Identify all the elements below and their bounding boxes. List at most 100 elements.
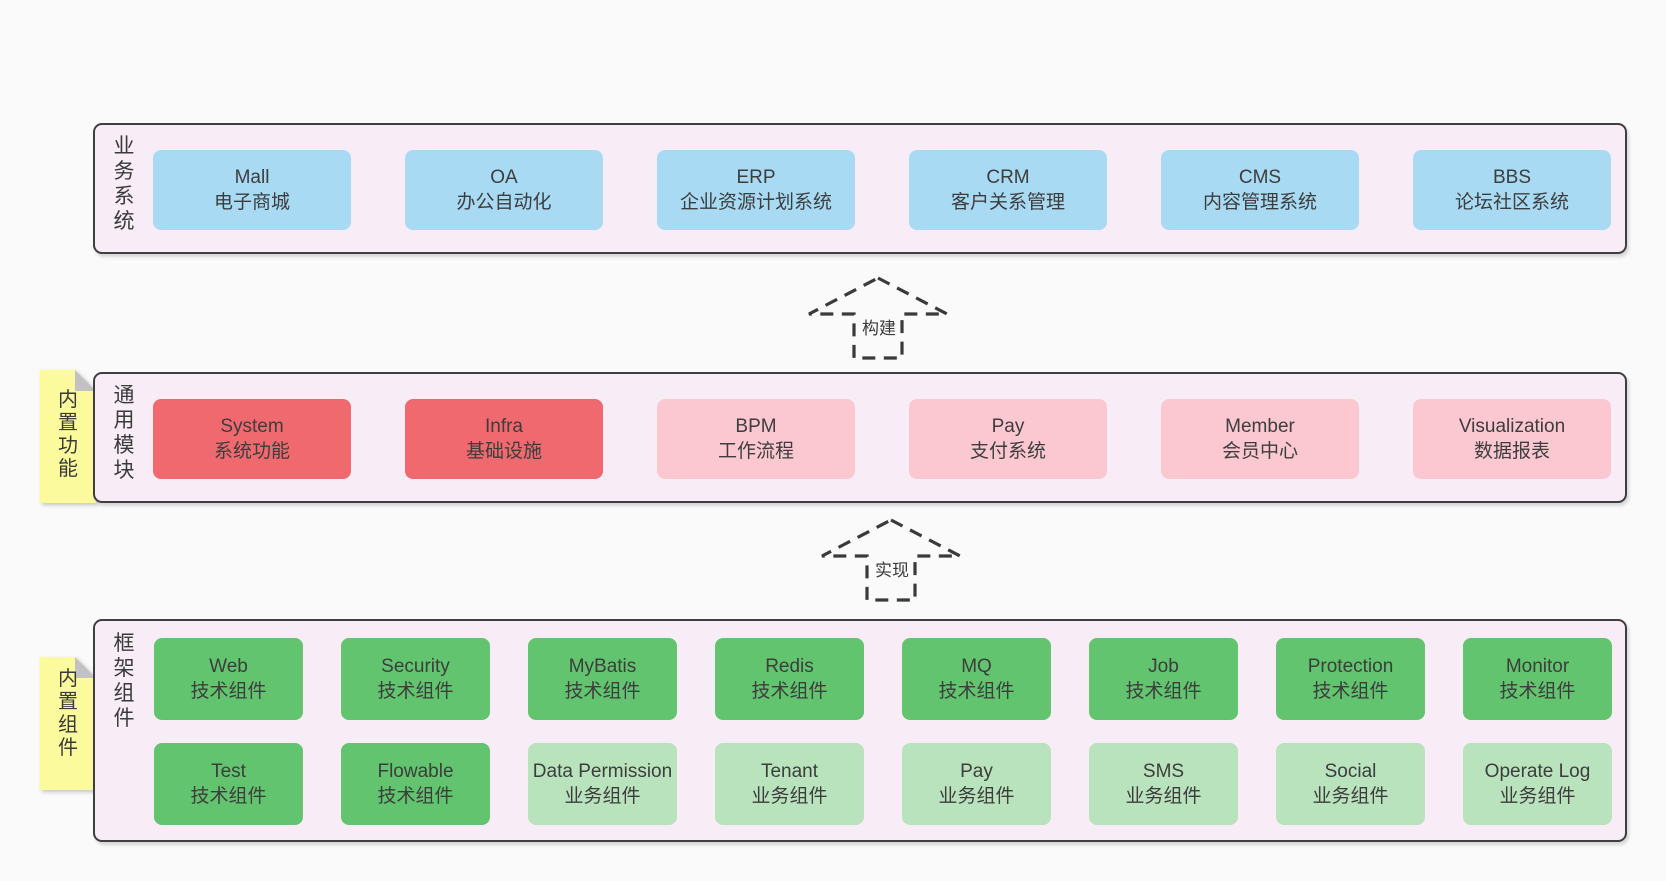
arrow-implement-label: 实现 (872, 555, 912, 582)
box-title: Security (381, 656, 450, 677)
box-subtitle: 数据报表 (1473, 441, 1550, 462)
module-box: ERP 企业资源计划系统 (657, 150, 855, 230)
layer-label-common-modules: 通用模块 (113, 383, 135, 482)
arrow-build-label: 构建 (859, 313, 899, 340)
box-title: Monitor (1505, 656, 1570, 677)
box-title: System (220, 416, 284, 437)
module-box: Visualization 数据报表 (1413, 399, 1611, 479)
box-subtitle: 客户关系管理 (950, 192, 1065, 213)
box-subtitle: 业务组件 (1125, 786, 1202, 807)
box-title: Protection (1307, 656, 1394, 677)
box-subtitle: 系统功能 (213, 441, 290, 462)
box-subtitle: 业务组件 (751, 786, 828, 807)
box-subtitle: 技术组件 (190, 681, 267, 702)
framework-component-boxes-row-1: Web 技术组件 Security 技术组件 MyBatis 技术组件 Redi… (154, 638, 1612, 720)
box-subtitle: 技术组件 (1125, 681, 1202, 702)
box-title: Web (209, 656, 248, 677)
framework-component-boxes-row-2: Test 技术组件 Flowable 技术组件 Data Permission … (154, 743, 1612, 825)
module-box: CMS 内容管理系统 (1161, 150, 1359, 230)
box-title: Data Permission (532, 761, 673, 782)
box-subtitle: 企业资源计划系统 (679, 192, 832, 213)
module-box: Pay 支付系统 (909, 399, 1107, 479)
box-title: Job (1148, 656, 1179, 677)
business-system-boxes: Mall 电子商城 OA 办公自动化 ERP 企业资源计划系统 CRM 客户关系… (153, 150, 1611, 230)
module-box: CRM 客户关系管理 (909, 150, 1107, 230)
box-subtitle: 办公自动化 (456, 192, 552, 213)
sticky-note-paper (40, 657, 96, 790)
module-box: OA 办公自动化 (405, 150, 603, 230)
box-title: SMS (1142, 761, 1185, 782)
module-box: Security 技术组件 (341, 638, 490, 720)
box-title: Test (211, 761, 246, 782)
module-box: SMS 业务组件 (1089, 743, 1238, 825)
layer-common-modules: 通用模块 System 系统功能 Infra 基础设施 BPM 工作流程 Pay… (93, 372, 1627, 503)
box-subtitle: 业务组件 (938, 786, 1015, 807)
sticky-note-text: 内置功能 (58, 389, 78, 480)
module-box: Infra 基础设施 (405, 399, 603, 479)
module-box: Protection 技术组件 (1276, 638, 1425, 720)
box-subtitle: 基础设施 (465, 441, 542, 462)
module-box: Pay 业务组件 (902, 743, 1051, 825)
box-title: Mall (234, 167, 270, 188)
module-box: System 系统功能 (153, 399, 351, 479)
module-box: Mall 电子商城 (153, 150, 351, 230)
box-subtitle: 工作流程 (717, 441, 794, 462)
box-title: Pay (960, 761, 993, 782)
box-subtitle: 内容管理系统 (1202, 192, 1317, 213)
box-title: Infra (484, 416, 524, 437)
box-subtitle: 会员中心 (1221, 441, 1298, 462)
box-title: Flowable (377, 761, 454, 782)
box-subtitle: 技术组件 (1312, 681, 1389, 702)
module-box: Web 技术组件 (154, 638, 303, 720)
box-subtitle: 技术组件 (377, 681, 454, 702)
box-title: CMS (1238, 167, 1282, 188)
box-title: Social (1324, 761, 1377, 782)
sticky-note-builtin-features: 内置功能 (40, 370, 96, 503)
module-box: MyBatis 技术组件 (528, 638, 677, 720)
box-title: Member (1225, 416, 1295, 437)
sticky-note-paper (40, 370, 96, 503)
module-box: BPM 工作流程 (657, 399, 855, 479)
box-subtitle: 技术组件 (751, 681, 828, 702)
box-title: Operate Log (1484, 761, 1591, 782)
box-title: CRM (986, 167, 1030, 188)
box-title: BBS (1492, 167, 1532, 188)
box-title: Pay (991, 416, 1025, 437)
box-title: Redis (765, 656, 814, 677)
box-title: MQ (961, 656, 992, 677)
arrow-implement: 实现 (821, 518, 962, 602)
box-title: Tenant (760, 761, 819, 782)
sticky-note-builtin-components: 内置组件 (40, 657, 96, 790)
layer-framework-components: 框架组件 Web 技术组件 Security 技术组件 MyBatis 技术组件… (93, 619, 1627, 842)
arrow-build: 构建 (808, 276, 949, 360)
box-subtitle: 技术组件 (190, 786, 267, 807)
box-subtitle: 支付系统 (969, 441, 1046, 462)
common-module-boxes: System 系统功能 Infra 基础设施 BPM 工作流程 Pay 支付系统… (153, 399, 1611, 479)
box-subtitle: 技术组件 (938, 681, 1015, 702)
module-box: Monitor 技术组件 (1463, 638, 1612, 720)
box-title: OA (490, 167, 518, 188)
layer-label-framework-components: 框架组件 (113, 632, 135, 730)
sticky-note-text: 内置组件 (58, 668, 78, 759)
box-subtitle: 业务组件 (564, 786, 641, 807)
module-box: Data Permission 业务组件 (528, 743, 677, 825)
module-box: Operate Log 业务组件 (1463, 743, 1612, 825)
module-box: BBS 论坛社区系统 (1413, 150, 1611, 230)
module-box: Tenant 业务组件 (715, 743, 864, 825)
box-title: Visualization (1458, 416, 1566, 437)
box-title: MyBatis (568, 656, 637, 677)
module-box: Member 会员中心 (1161, 399, 1359, 479)
box-title: BPM (735, 416, 777, 437)
layer-business-systems: 业务系统 Mall 电子商城 OA 办公自动化 ERP 企业资源计划系统 CRM… (93, 123, 1627, 254)
module-box: Redis 技术组件 (715, 638, 864, 720)
box-subtitle: 技术组件 (564, 681, 641, 702)
module-box: Test 技术组件 (154, 743, 303, 825)
box-subtitle: 技术组件 (1499, 681, 1576, 702)
box-subtitle: 业务组件 (1312, 786, 1389, 807)
box-title: ERP (736, 167, 776, 188)
module-box: Social 业务组件 (1276, 743, 1425, 825)
module-box: Flowable 技术组件 (341, 743, 490, 825)
box-subtitle: 电子商城 (213, 192, 290, 213)
module-box: Job 技术组件 (1089, 638, 1238, 720)
